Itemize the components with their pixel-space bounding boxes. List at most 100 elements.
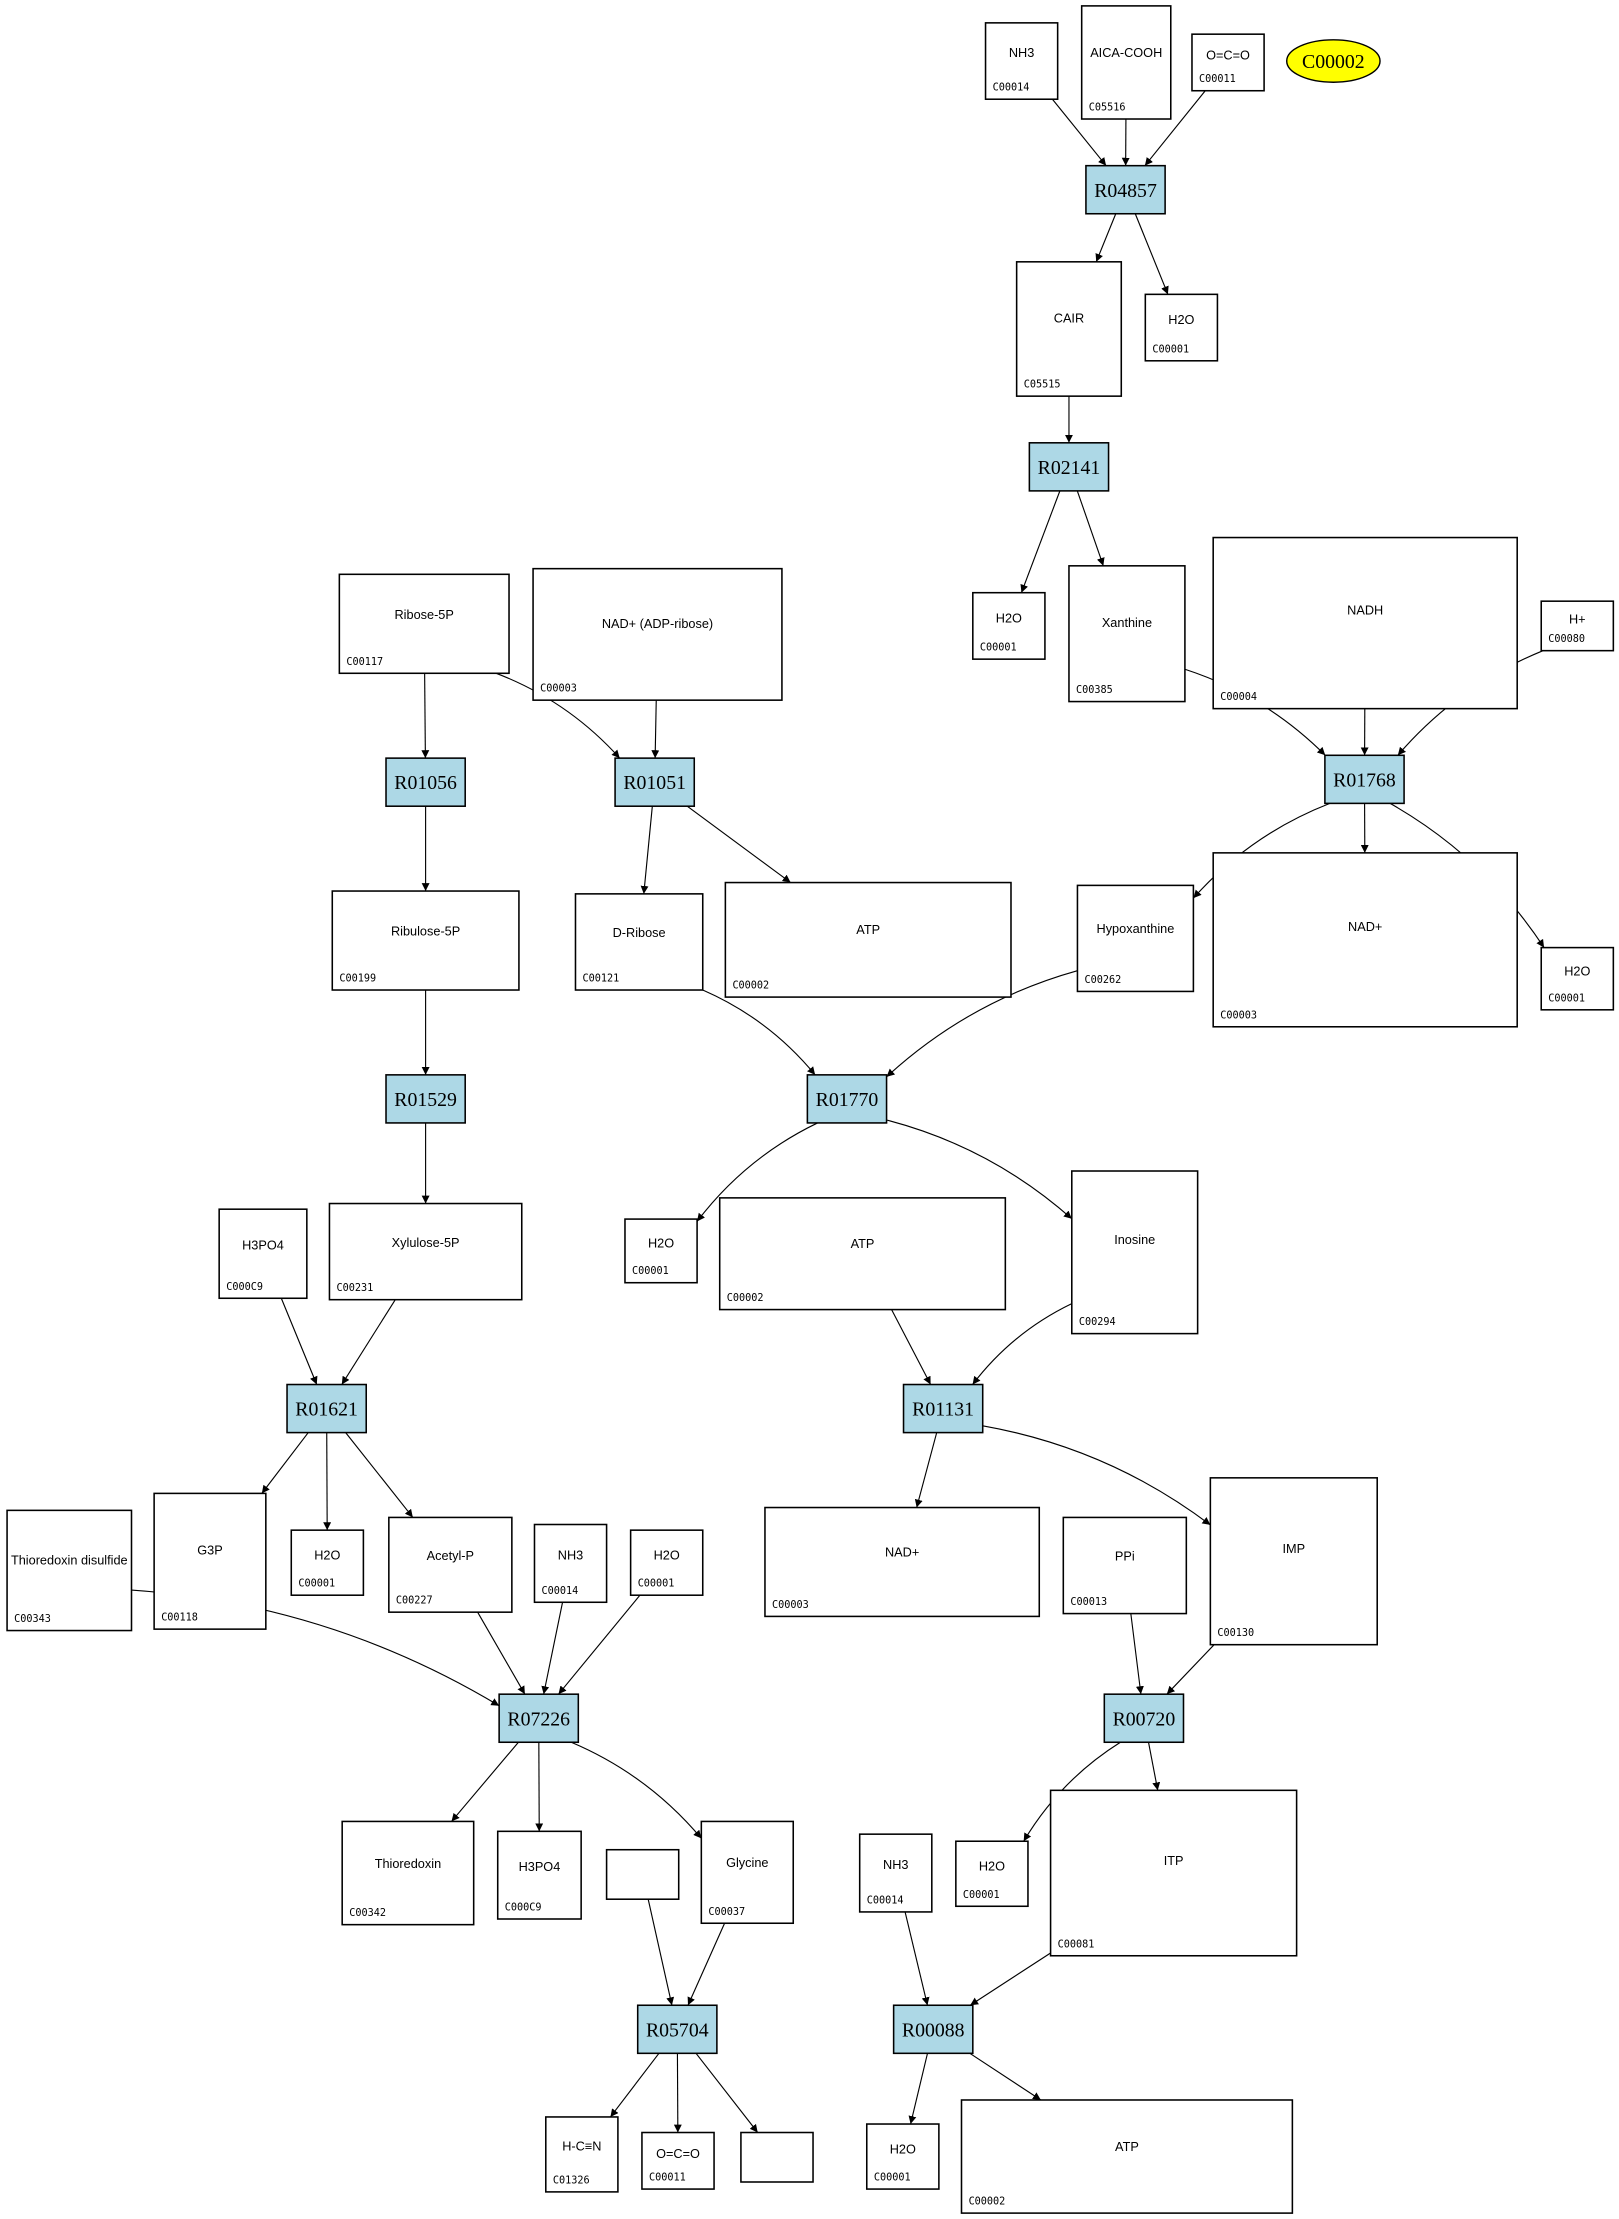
compound-box[interactable] [972,591,1046,660]
compound-box[interactable] [718,1197,1007,1311]
compound-box[interactable] [700,1820,795,1925]
compound-node[interactable]: NAD+ (ADP-ribose)C00003 [532,567,783,701]
compound-box[interactable] [341,1820,475,1926]
compound-node[interactable]: H+C00080 [1540,600,1615,652]
compound-box[interactable] [955,1840,1029,1908]
reaction-node[interactable]: R01768 [1324,754,1405,805]
reaction-box[interactable] [385,1074,466,1124]
compound-box[interactable] [1015,261,1123,397]
compound-box[interactable] [724,881,1012,998]
compound-box[interactable] [1076,884,1195,993]
compound-box[interactable] [532,567,783,701]
reaction-box[interactable] [1103,1693,1185,1744]
compound-box[interactable] [218,1208,308,1300]
reaction-box[interactable] [1085,164,1166,215]
compound-node[interactable] [605,1848,680,1900]
reaction-box[interactable] [892,2004,974,2055]
reaction-box[interactable] [385,757,466,807]
compound-box[interactable] [338,573,510,675]
highlight-node[interactable]: C00002 [1286,39,1381,83]
compound-node[interactable]: NAD+C00003 [764,1506,1041,1618]
compound-box[interactable] [629,1529,704,1596]
compound-box[interactable] [764,1506,1041,1618]
reaction-node[interactable]: R04857 [1085,164,1166,215]
compound-box[interactable] [858,1833,933,1913]
reaction-box[interactable] [1324,754,1405,805]
reaction-node[interactable]: R01051 [614,757,696,807]
compound-box[interactable] [1080,5,1172,120]
compound-node[interactable] [740,2131,814,2183]
highlight-ellipse[interactable] [1286,39,1381,83]
reaction-node[interactable]: R00088 [892,2004,974,2055]
reaction-box[interactable] [498,1693,580,1744]
compound-box[interactable] [545,2116,619,2193]
compound-box[interactable] [1191,33,1265,92]
compound-box[interactable] [331,890,520,991]
compound-box[interactable] [1212,536,1518,710]
compound-box[interactable] [496,1830,582,1920]
compound-box[interactable] [328,1202,523,1301]
compound-box[interactable] [290,1529,365,1596]
reaction-node[interactable]: R07226 [498,1693,580,1744]
reaction-box[interactable] [636,2004,718,2055]
reaction-node[interactable]: R00720 [1103,1693,1185,1744]
reaction-node[interactable]: R01621 [286,1383,367,1434]
compound-box[interactable] [641,2131,715,2190]
reaction-node[interactable]: R02141 [1028,442,1110,492]
compound-box[interactable] [605,1848,680,1900]
compound-box[interactable] [533,1523,608,1604]
reaction-node[interactable]: R01529 [385,1074,466,1124]
compound-box[interactable] [1062,1516,1188,1615]
compound-box[interactable] [1049,1789,1298,1957]
compound-box[interactable] [960,2099,1294,2214]
reaction-node[interactable]: R01770 [806,1074,888,1124]
reaction-box[interactable] [614,757,696,807]
reaction-node[interactable]: R01056 [385,757,466,807]
compound-box[interactable] [574,893,704,991]
compound-box[interactable] [740,2131,814,2183]
compound-box[interactable] [624,1218,698,1284]
compound-box[interactable] [1144,293,1219,362]
compound-box[interactable] [865,2123,940,2190]
compound-box[interactable] [6,1509,133,1632]
compound-box[interactable] [1071,1170,1199,1335]
reaction-box[interactable] [286,1383,367,1434]
reaction-box[interactable] [1028,442,1110,492]
compound-box[interactable] [1209,1477,1378,1646]
compound-box[interactable] [1212,852,1518,1028]
